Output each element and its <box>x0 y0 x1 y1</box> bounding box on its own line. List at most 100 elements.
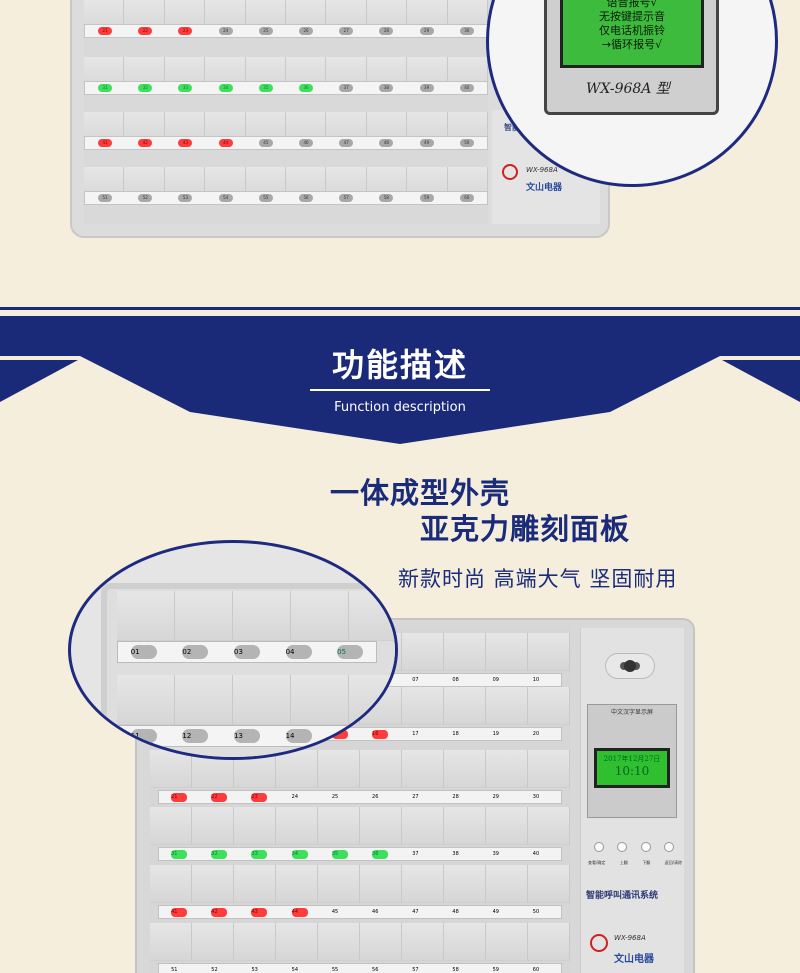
call-button-39[interactable]: 39 <box>419 84 434 92</box>
call-button-12[interactable]: 12 <box>182 729 209 743</box>
call-button-29[interactable]: 29 <box>492 793 499 800</box>
call-button-49[interactable]: 49 <box>492 908 499 915</box>
call-button-52[interactable]: 52 <box>211 966 218 973</box>
call-button-59[interactable]: 59 <box>492 966 499 973</box>
call-button-57[interactable]: 57 <box>412 966 419 973</box>
call-button-55[interactable]: 55 <box>331 966 339 973</box>
call-button-02[interactable]: 02 <box>182 645 209 659</box>
call-button-13[interactable]: 13 <box>233 729 260 743</box>
call-button-20[interactable]: 20 <box>532 730 540 737</box>
call-button-42[interactable]: 42 <box>138 139 153 147</box>
call-button-40[interactable]: 40 <box>532 850 540 857</box>
call-button-42[interactable]: 42 <box>211 907 228 917</box>
call-button-09[interactable]: 09 <box>492 676 499 683</box>
call-button-50[interactable]: 50 <box>532 908 540 915</box>
call-button-36[interactable]: 36 <box>299 84 314 92</box>
call-button-54[interactable]: 54 <box>291 966 299 973</box>
call-button-46[interactable]: 46 <box>372 908 379 915</box>
call-button-37[interactable]: 37 <box>412 850 419 857</box>
call-button-38[interactable]: 38 <box>452 850 459 857</box>
call-button-04[interactable]: 04 <box>285 645 312 659</box>
call-button-31[interactable]: 31 <box>171 849 188 859</box>
call-button-27[interactable]: 27 <box>339 27 354 35</box>
call-button-33[interactable]: 33 <box>178 84 193 92</box>
call-button-10[interactable]: 10 <box>532 676 540 683</box>
call-button-59[interactable]: 59 <box>419 194 434 202</box>
call-button-58[interactable]: 58 <box>379 194 394 202</box>
call-button-60[interactable]: 60 <box>459 194 474 202</box>
call-button-36[interactable]: 36 <box>372 849 389 859</box>
call-button-15[interactable]: 15 <box>337 729 364 743</box>
call-button-37[interactable]: 37 <box>339 84 354 92</box>
call-button-54[interactable]: 54 <box>218 194 233 202</box>
call-button-11[interactable]: 11 <box>130 729 157 743</box>
call-button-32[interactable]: 32 <box>138 84 153 92</box>
call-button-18[interactable]: 18 <box>452 730 459 737</box>
call-button-40[interactable]: 40 <box>459 84 474 92</box>
call-button-53[interactable]: 53 <box>251 966 258 973</box>
call-button-14[interactable]: 14 <box>285 729 312 743</box>
call-button-07[interactable]: 07 <box>412 676 419 683</box>
call-button-24[interactable]: 24 <box>291 793 299 800</box>
call-button-28[interactable]: 28 <box>452 793 459 800</box>
call-button-28[interactable]: 28 <box>379 27 394 35</box>
call-button-49[interactable]: 49 <box>419 139 434 147</box>
call-button-23[interactable]: 23 <box>178 27 193 35</box>
call-button-60[interactable]: 60 <box>532 966 540 973</box>
call-button-30[interactable]: 30 <box>459 27 474 35</box>
page-up-key[interactable] <box>617 842 628 852</box>
call-button-21[interactable]: 21 <box>98 27 113 35</box>
call-button-48[interactable]: 48 <box>379 139 394 147</box>
call-button-35[interactable]: 35 <box>331 849 348 859</box>
call-button-25[interactable]: 25 <box>331 793 339 800</box>
call-button-30[interactable]: 30 <box>532 793 540 800</box>
call-button-26[interactable]: 26 <box>299 27 314 35</box>
call-button-46[interactable]: 46 <box>299 139 314 147</box>
call-button-29[interactable]: 29 <box>419 27 434 35</box>
call-button-34[interactable]: 34 <box>218 84 233 92</box>
call-button-31[interactable]: 31 <box>98 84 113 92</box>
call-button-47[interactable]: 47 <box>412 908 419 915</box>
call-button-57[interactable]: 57 <box>339 194 354 202</box>
call-button-51[interactable]: 51 <box>171 966 178 973</box>
call-button-34[interactable]: 34 <box>291 849 308 859</box>
back-clear-key[interactable] <box>663 842 674 852</box>
call-button-48[interactable]: 48 <box>452 908 459 915</box>
call-button-17[interactable]: 17 <box>412 730 419 737</box>
call-button-58[interactable]: 58 <box>452 966 459 973</box>
call-button-41[interactable]: 41 <box>98 139 113 147</box>
call-button-22[interactable]: 22 <box>211 792 228 802</box>
call-button-45[interactable]: 45 <box>258 139 273 147</box>
call-button-45[interactable]: 45 <box>331 908 339 915</box>
call-button-50[interactable]: 50 <box>459 139 474 147</box>
call-button-39[interactable]: 39 <box>492 850 499 857</box>
call-button-43[interactable]: 43 <box>251 907 268 917</box>
call-button-25[interactable]: 25 <box>258 27 273 35</box>
call-button-56[interactable]: 56 <box>372 966 379 973</box>
call-button-52[interactable]: 52 <box>138 194 153 202</box>
call-button-44[interactable]: 44 <box>291 907 308 917</box>
call-button-51[interactable]: 51 <box>98 194 113 202</box>
call-button-38[interactable]: 38 <box>379 84 394 92</box>
call-button-22[interactable]: 22 <box>138 27 153 35</box>
call-button-27[interactable]: 27 <box>412 793 419 800</box>
call-button-53[interactable]: 53 <box>178 194 193 202</box>
call-button-56[interactable]: 56 <box>299 194 314 202</box>
call-button-24[interactable]: 24 <box>218 27 233 35</box>
call-button-44[interactable]: 44 <box>218 139 233 147</box>
call-button-05[interactable]: 05 <box>337 645 364 659</box>
call-button-47[interactable]: 47 <box>339 139 354 147</box>
call-button-55[interactable]: 55 <box>258 194 273 202</box>
call-button-33[interactable]: 33 <box>251 849 268 859</box>
call-button-01[interactable]: 01 <box>130 645 157 659</box>
call-button-43[interactable]: 43 <box>178 139 193 147</box>
page-down-key[interactable] <box>640 842 651 852</box>
call-button-23[interactable]: 23 <box>251 792 268 802</box>
call-button-32[interactable]: 32 <box>211 849 228 859</box>
view-confirm-key[interactable] <box>594 842 604 852</box>
call-button-03[interactable]: 03 <box>233 645 260 659</box>
call-button-21[interactable]: 21 <box>171 792 188 802</box>
call-button-35[interactable]: 35 <box>258 84 273 92</box>
call-button-41[interactable]: 41 <box>171 907 188 917</box>
call-button-08[interactable]: 08 <box>452 676 459 683</box>
